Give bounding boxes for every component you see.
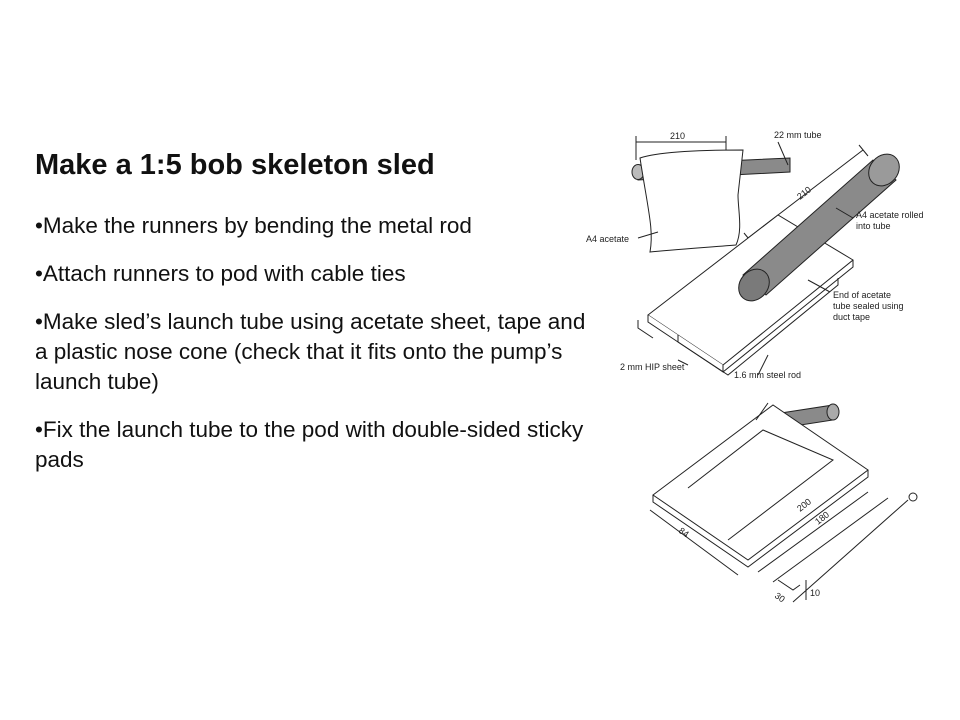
label-84: 84 — [677, 525, 691, 539]
steel-rod-bent — [792, 499, 909, 603]
acetate-sheet — [639, 149, 744, 253]
label-acetate-rolled-2: into tube — [856, 221, 891, 231]
label-180: 180 — [813, 509, 831, 526]
label-end-sealed-1: End of acetate — [833, 290, 891, 300]
label-22mm-tube: 22 mm tube — [774, 130, 822, 140]
label-end-sealed-3: duct tape — [833, 312, 870, 322]
label-end-sealed-2: tube sealed using — [833, 301, 904, 311]
bullet-item: •Fix the launch tube to the pod with dou… — [35, 417, 584, 472]
slide-title: Make a 1:5 bob skeleton sled — [35, 149, 435, 181]
sled-diagram-svg: 210 22 mm tube 210 A4 acetate A4 acetate… — [586, 130, 924, 604]
bullet-item: •Attach runners to pod with cable ties — [35, 261, 406, 286]
sled-diagram: 210 22 mm tube 210 A4 acetate A4 acetate… — [578, 120, 930, 610]
runner-rod — [677, 278, 839, 376]
label-steel-rod: 1.6 mm steel rod — [734, 370, 801, 380]
label-10: 10 — [810, 588, 820, 598]
label-30: 30 — [773, 590, 787, 604]
bullet-list: •Make the runners by bending the metal r… — [35, 211, 595, 493]
label-210-diagonal: 210 — [795, 184, 813, 201]
label-acetate-rolled-1: A4 acetate rolled — [856, 210, 924, 220]
bullet-item: •Make sled’s launch tube using acetate s… — [35, 309, 586, 394]
bullet-item: •Make the runners by bending the metal r… — [35, 213, 472, 238]
label-a4-acetate: A4 acetate — [586, 234, 629, 244]
lower-runner — [687, 429, 834, 541]
label-210-top: 210 — [670, 131, 685, 141]
label-hip-sheet: 2 mm HIP sheet — [620, 362, 685, 372]
